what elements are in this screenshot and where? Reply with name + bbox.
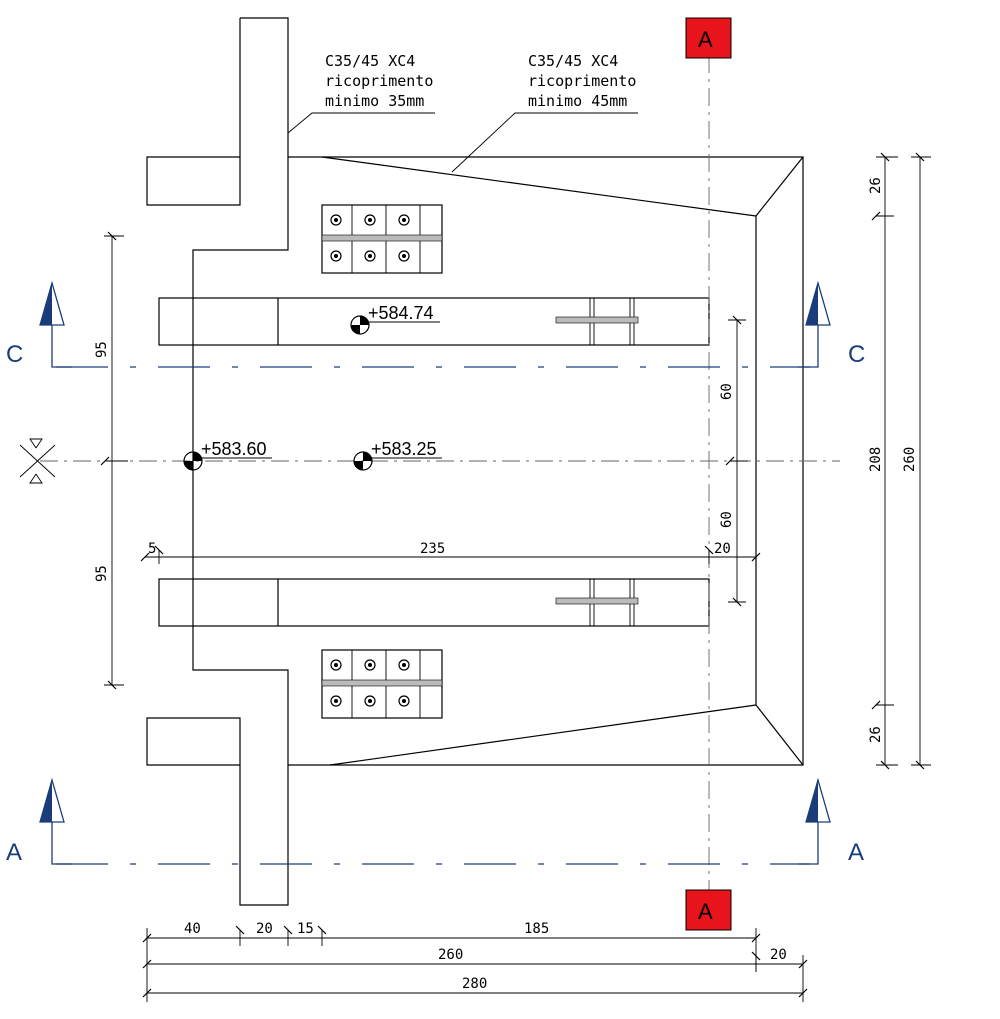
elevation-marker-top-beam: +584.74	[350, 303, 440, 335]
dimension-bottom-40: 40	[184, 921, 201, 937]
section-box-a-top-label: A	[698, 27, 713, 52]
note-right-line3: minimo 45mm	[528, 92, 627, 110]
dimension-bottom-chain-2: 260 20	[142, 947, 808, 972]
dimension-bottom-260: 260	[438, 947, 463, 963]
elevation-marker-center: +583.25	[353, 439, 442, 471]
symmetry-icon	[19, 438, 56, 484]
dimension-right-26-top: 26	[868, 177, 884, 194]
section-a-cut-line	[39, 777, 831, 865]
note-right: C35/45 XC4 ricoprimento minimo 45mm	[451, 52, 638, 173]
dimension-left-chain: 95 95	[94, 231, 128, 690]
dimension-right-260: 260	[902, 447, 918, 472]
dimension-extension-lines	[146, 928, 804, 1002]
dimension-right-208: 208	[868, 447, 884, 472]
section-label-c-left: C	[6, 341, 23, 368]
elevation-top-beam-text: +584.74	[368, 303, 434, 323]
section-box-a-bottom-label: A	[698, 899, 713, 924]
dimension-inner-right-chain: 60 60	[719, 315, 748, 607]
section-box-a-top: A	[685, 17, 732, 59]
note-left-line1: C35/45 XC4	[325, 52, 415, 70]
dimension-right-outer: 26 208 26 260	[868, 152, 931, 770]
dimension-left-95-top: 95	[94, 341, 110, 358]
elevation-marker-left: +583.60	[183, 439, 272, 471]
section-label-a-right: A	[848, 839, 864, 866]
dimension-bottom-185: 185	[524, 921, 549, 937]
note-right-line1: C35/45 XC4	[528, 52, 618, 70]
elevation-center-text: +583.25	[371, 439, 437, 459]
elevation-left-text: +583.60	[201, 439, 267, 459]
lower-beam	[158, 578, 710, 627]
dimension-bottom-chain-1: 40 20 15 185	[142, 921, 761, 946]
note-left: C35/45 XC4 ricoprimento minimo 35mm	[287, 52, 435, 134]
dimension-left-95-bottom: 95	[94, 565, 110, 582]
upper-beam	[158, 297, 710, 346]
dimension-right-60-top: 60	[719, 383, 735, 400]
dimension-bottom-20b: 20	[770, 947, 787, 963]
section-label-a-left: A	[6, 839, 22, 866]
note-right-line2: ricoprimento	[528, 72, 636, 90]
dimension-bottom-280: 280	[462, 976, 487, 992]
dimension-inner-20: 20	[714, 541, 731, 557]
note-left-line2: ricoprimento	[325, 72, 433, 90]
dimension-bottom-chain-3: 280	[142, 976, 808, 998]
anchor-plate-bottom	[321, 649, 443, 719]
dimension-inner-235: 235	[420, 541, 445, 557]
section-c-cut-line	[39, 280, 831, 368]
anchor-plate-top	[321, 204, 443, 274]
dimension-right-26-bottom: 26	[868, 726, 884, 743]
note-left-line3: minimo 35mm	[325, 92, 424, 110]
dimension-bottom-15: 15	[297, 921, 314, 937]
dimension-inner-horizontal: 5 235 20	[140, 541, 761, 564]
dimension-right-60-bottom: 60	[719, 511, 735, 528]
section-box-a-bottom: A	[685, 889, 732, 931]
dimension-inner-5: 5	[148, 541, 156, 557]
dimension-bottom-20a: 20	[256, 921, 273, 937]
section-label-c-right: C	[848, 341, 865, 368]
